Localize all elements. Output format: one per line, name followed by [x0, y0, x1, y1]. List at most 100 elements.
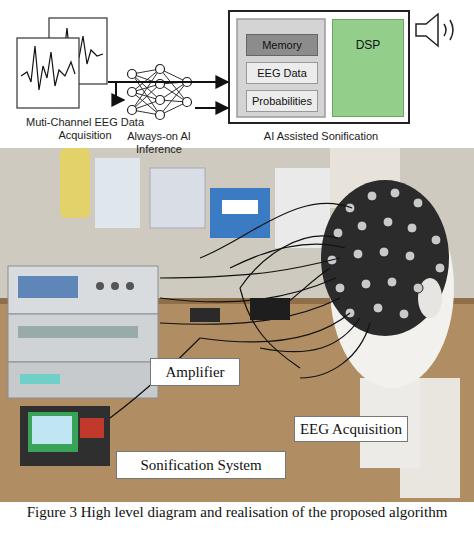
graphic-circle — [183, 98, 192, 107]
graphic-rect — [190, 308, 220, 322]
graphic-path — [450, 20, 453, 40]
graphic-rect — [8, 266, 158, 314]
node-graphic — [15, 16, 108, 110]
graphic-circle — [387, 277, 397, 287]
graphic-rect — [150, 168, 205, 228]
sonification-board — [20, 406, 110, 466]
cable-bundle — [190, 298, 290, 322]
graphic-circle — [156, 111, 165, 120]
graphic-path — [416, 14, 438, 46]
graphic-rect — [8, 362, 158, 398]
photo-label: Sonification System — [116, 451, 286, 479]
photo-background — [0, 148, 474, 502]
graphic-rect — [95, 158, 140, 228]
graphic-rect — [28, 412, 78, 452]
flow-arrow — [195, 107, 228, 109]
graphic-rect — [17, 38, 79, 108]
graphic-circle — [357, 221, 367, 231]
graphic-circle — [353, 249, 363, 259]
graphic-circle — [405, 251, 415, 261]
graphic-path — [200, 203, 352, 258]
graphic-circle — [413, 198, 423, 208]
graphic-rect — [250, 298, 290, 320]
graphic-path — [230, 244, 345, 268]
graphic-path — [444, 24, 446, 36]
graphic-rect — [8, 314, 158, 362]
graphic-polyline — [21, 46, 75, 90]
node-heading: Always-on AI Inference — [114, 130, 204, 156]
neural-network-icon: Always-on AI Inference — [124, 64, 195, 120]
data-box: Probabilities — [246, 90, 318, 112]
flow-arrow — [108, 81, 228, 83]
lab-photo — [0, 148, 474, 502]
graphic-circle — [435, 263, 445, 273]
graphic-circle — [345, 203, 355, 213]
graphic-circle — [128, 106, 137, 115]
node-label: EEG Data — [247, 63, 317, 83]
graphic-circle — [399, 309, 409, 319]
graphic-path — [240, 288, 300, 368]
graphic-rect — [222, 200, 258, 214]
graphic-path — [240, 236, 338, 288]
amplifier-device — [8, 266, 158, 398]
graphic-circle — [413, 283, 423, 293]
graphic-rect — [0, 148, 474, 502]
graphic-path — [260, 318, 360, 352]
graphic-circle — [431, 235, 441, 245]
graphic-circle — [156, 96, 165, 105]
graphic-circle — [367, 191, 377, 201]
graphic-path — [160, 278, 336, 302]
graphic-rect — [237, 19, 325, 117]
graphic-g — [327, 188, 445, 319]
graphic-rect — [18, 326, 138, 338]
graphic-circle — [383, 217, 393, 227]
graphic-path — [160, 298, 340, 324]
graphic-circle — [407, 223, 417, 233]
graphic-circle — [128, 88, 137, 97]
node-label: Memory — [247, 35, 317, 55]
node-graphic — [124, 64, 195, 120]
graphic-circle — [111, 282, 119, 290]
graphic-circle — [335, 283, 345, 293]
graphic-circle — [183, 78, 192, 87]
graphic-rect — [210, 188, 270, 238]
speaker-symbol — [412, 10, 468, 50]
graphic-rect — [32, 416, 72, 444]
graphic-rect — [80, 418, 104, 438]
node-label: Sonification System — [117, 452, 285, 478]
graphic-circle — [361, 279, 371, 289]
graphic-line — [132, 84, 160, 110]
graphic-circle — [333, 228, 343, 238]
graphic-rect — [20, 374, 60, 384]
graphic-circle — [156, 65, 165, 74]
graphic-circle — [96, 282, 104, 290]
graphic-line — [132, 74, 160, 100]
memory-box: Memory — [246, 34, 318, 56]
node-label: EEG Acquisition — [295, 417, 407, 441]
graphic-circle — [156, 80, 165, 89]
node-heading: AI Assisted Sonification — [230, 130, 412, 143]
electrode-wires — [110, 203, 370, 418]
graphic-path — [300, 323, 370, 378]
eeg-acquisition-icon: Muti-Channel EEG Data Acquisition — [15, 16, 108, 110]
dsp-box: DSP — [332, 19, 404, 117]
graphic-circle — [128, 70, 137, 79]
graphic-ellipse — [321, 180, 449, 336]
graphic-circle — [126, 282, 134, 290]
graphic-circle — [379, 247, 389, 257]
flow-arrow — [108, 82, 124, 100]
photo-label: Amplifier — [150, 358, 240, 386]
data-box: EEG Data — [246, 62, 318, 84]
graphic-rect — [18, 276, 78, 298]
graphic-rect — [60, 148, 90, 218]
node-label: Amplifier — [151, 359, 239, 385]
graphic-circle — [390, 188, 400, 198]
photo-label: EEG Acquisition — [294, 416, 408, 442]
figure-caption: Figure 3 High level diagram and realisat… — [12, 503, 462, 521]
graphic-circle — [373, 303, 383, 313]
sonification-box: AI Assisted SonificationMemoryEEG DataPr… — [228, 10, 410, 124]
graphic-rect — [20, 406, 110, 466]
node-label: DSP — [333, 20, 403, 116]
